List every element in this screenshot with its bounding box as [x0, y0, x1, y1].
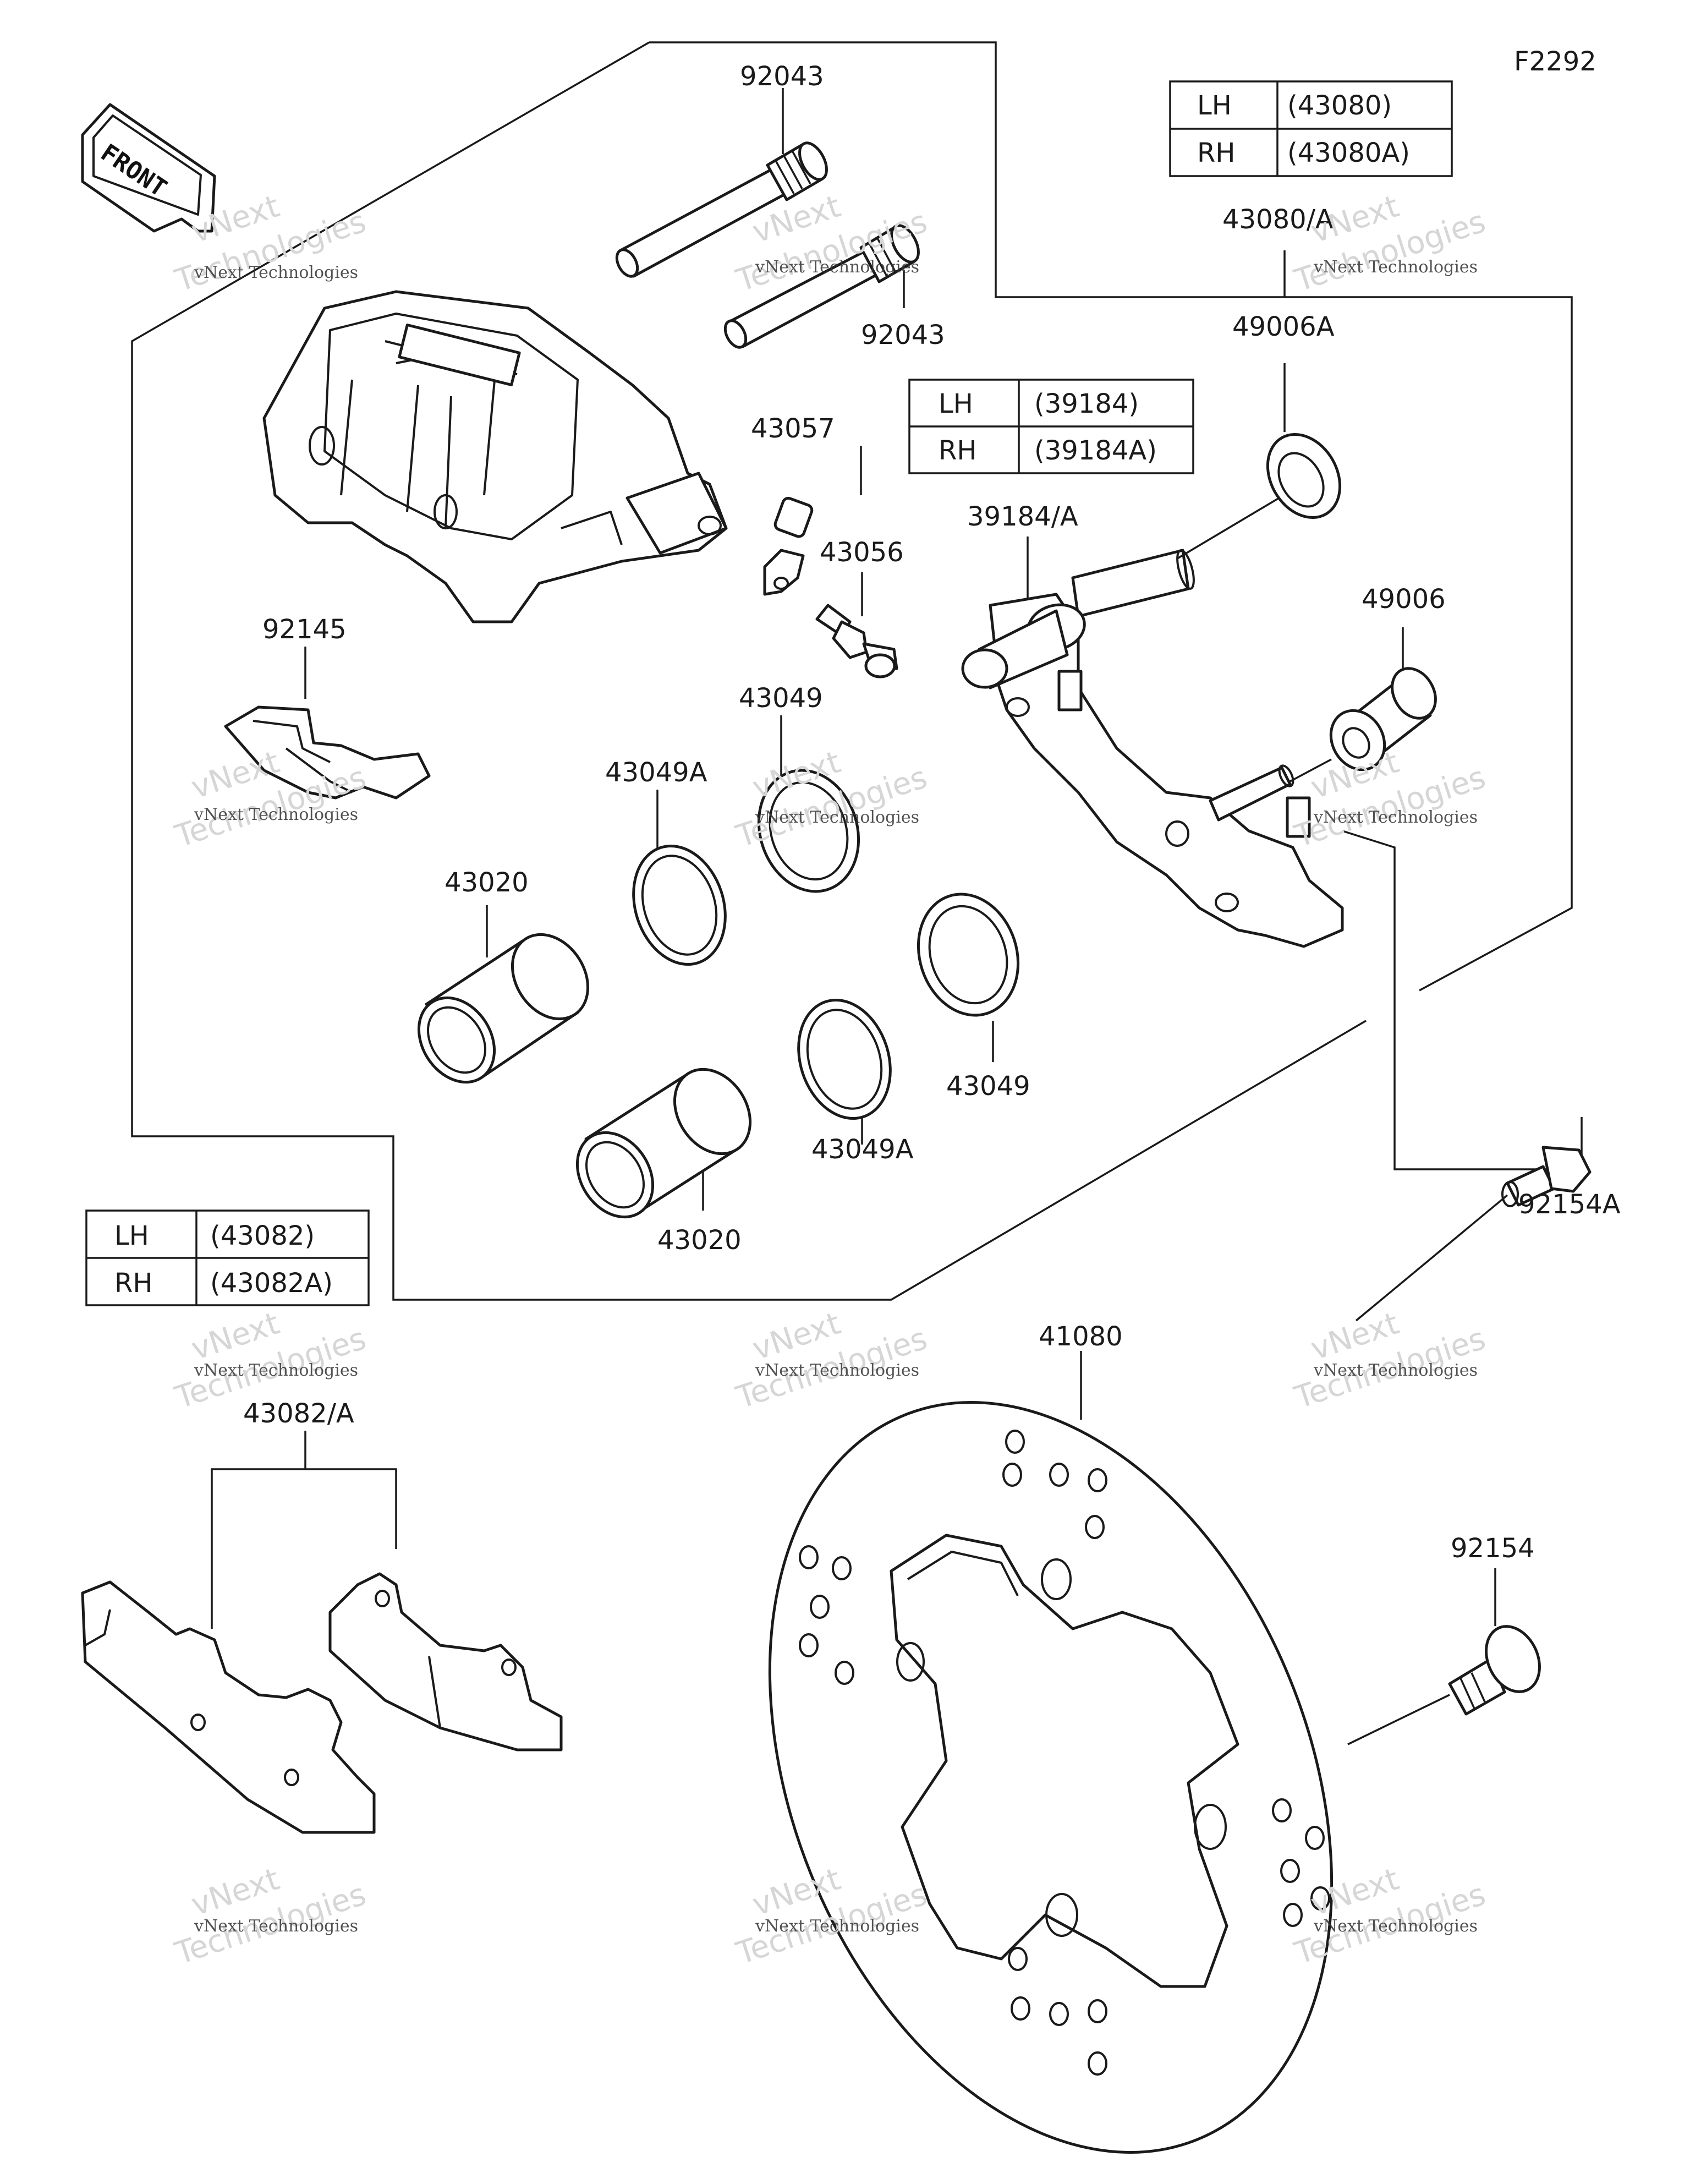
part-label-39184A: 39184/A — [967, 501, 1078, 532]
seal-43049-upper — [757, 769, 860, 893]
bracket-table: LH (39184) RH (39184A) — [908, 379, 1194, 474]
part-label-41080: 41080 — [1039, 1321, 1123, 1352]
brake-pad-right — [328, 1572, 563, 1751]
bleeder-valve-43056 — [815, 604, 898, 678]
part-label-43080A: 43080/A — [1222, 204, 1334, 235]
assembly-frame-left — [131, 41, 1367, 1301]
part-label-43020-lower: 43020 — [657, 1225, 742, 1256]
table-cell-side: RH — [939, 435, 976, 466]
watermark-text: vNext Technologies — [194, 1917, 358, 1936]
part-label-92145: 92145 — [262, 614, 347, 645]
seal-43049A-lower — [797, 999, 892, 1120]
part-label-92154: 92154 — [1451, 1533, 1535, 1564]
table-cell-part: (39184) — [1034, 388, 1139, 419]
bracket-39184 — [961, 549, 1344, 948]
part-label-43057: 43057 — [751, 413, 835, 444]
boot-49006 — [1290, 667, 1437, 782]
watermark-text: vNext Technologies — [194, 805, 358, 824]
table-cell-part: (43080) — [1287, 90, 1392, 121]
piston-43020-upper — [417, 933, 590, 1084]
part-label-43020: 43020 — [445, 867, 529, 898]
watermark-text: vNext Technologies — [755, 258, 919, 277]
table-cell-part: (43082A) — [210, 1268, 333, 1299]
table-cell-side: LH — [1197, 90, 1232, 121]
bleeder-cap-43057 — [763, 496, 814, 596]
pin-92043-lower — [723, 224, 920, 349]
part-label-43049-lower: 43049 — [946, 1071, 1030, 1102]
brake-pad-left — [81, 1580, 376, 1834]
caliper-body — [262, 290, 728, 623]
part-label-92043: 92043 — [861, 320, 945, 351]
caliper-assy-table: LH (43080) RH (43080A) — [1169, 80, 1453, 177]
front-arrow-icon: FRONT — [81, 103, 216, 233]
watermark-text: vNext Technologies — [1313, 258, 1478, 277]
part-label-49006: 49006 — [1362, 584, 1446, 615]
piston-43020-lower — [575, 1068, 752, 1219]
pad-spring-92145 — [224, 705, 431, 800]
watermark-text: vNext Technologies — [755, 808, 919, 827]
table-cell-side: LH — [114, 1220, 149, 1251]
watermark-text: vNext Technologies — [1313, 1361, 1478, 1380]
watermark-text: vNext Technologies — [1313, 808, 1478, 827]
watermark-text: vNext Technologies — [194, 263, 358, 282]
bolt-92154A — [1355, 1146, 1592, 1322]
part-label-92154A: 92154A — [1518, 1189, 1621, 1220]
watermark-text: vNext Technologies — [194, 1361, 358, 1380]
part-label-43049: 43049 — [739, 683, 823, 714]
watermark-text: vNext Technologies — [1313, 1917, 1478, 1936]
pad-assy-table: LH (43082) RH (43082A) — [85, 1209, 370, 1306]
pin-92043-upper — [615, 141, 828, 278]
part-label-43049A: 43049A — [605, 757, 707, 788]
figure-code: F2292 — [1514, 46, 1596, 77]
boot-49006A — [1177, 433, 1342, 560]
part-label-43082A: 43082/A — [243, 1398, 354, 1429]
part-label-49006A: 49006A — [1232, 311, 1335, 342]
table-cell-part: (39184A) — [1034, 435, 1157, 466]
bolt-92154 — [1347, 1625, 1541, 1745]
part-label-43049A-lower: 43049A — [811, 1134, 914, 1165]
part-label-43056: 43056 — [820, 537, 904, 568]
part-label-92043-top: 92043 — [740, 61, 824, 92]
table-cell-side: LH — [939, 388, 973, 419]
watermark-text: vNext Technologies — [755, 1361, 919, 1380]
table-cell-side: RH — [1197, 138, 1235, 168]
table-cell-side: RH — [114, 1268, 152, 1299]
seal-43049A-upper — [632, 845, 727, 966]
table-cell-part: (43080A) — [1287, 138, 1410, 168]
brake-disc-41080 — [768, 1401, 1334, 2154]
table-cell-part: (43082) — [210, 1220, 315, 1251]
seal-43049-lower — [917, 893, 1020, 1017]
watermark-text: vNext Technologies — [755, 1917, 919, 1936]
